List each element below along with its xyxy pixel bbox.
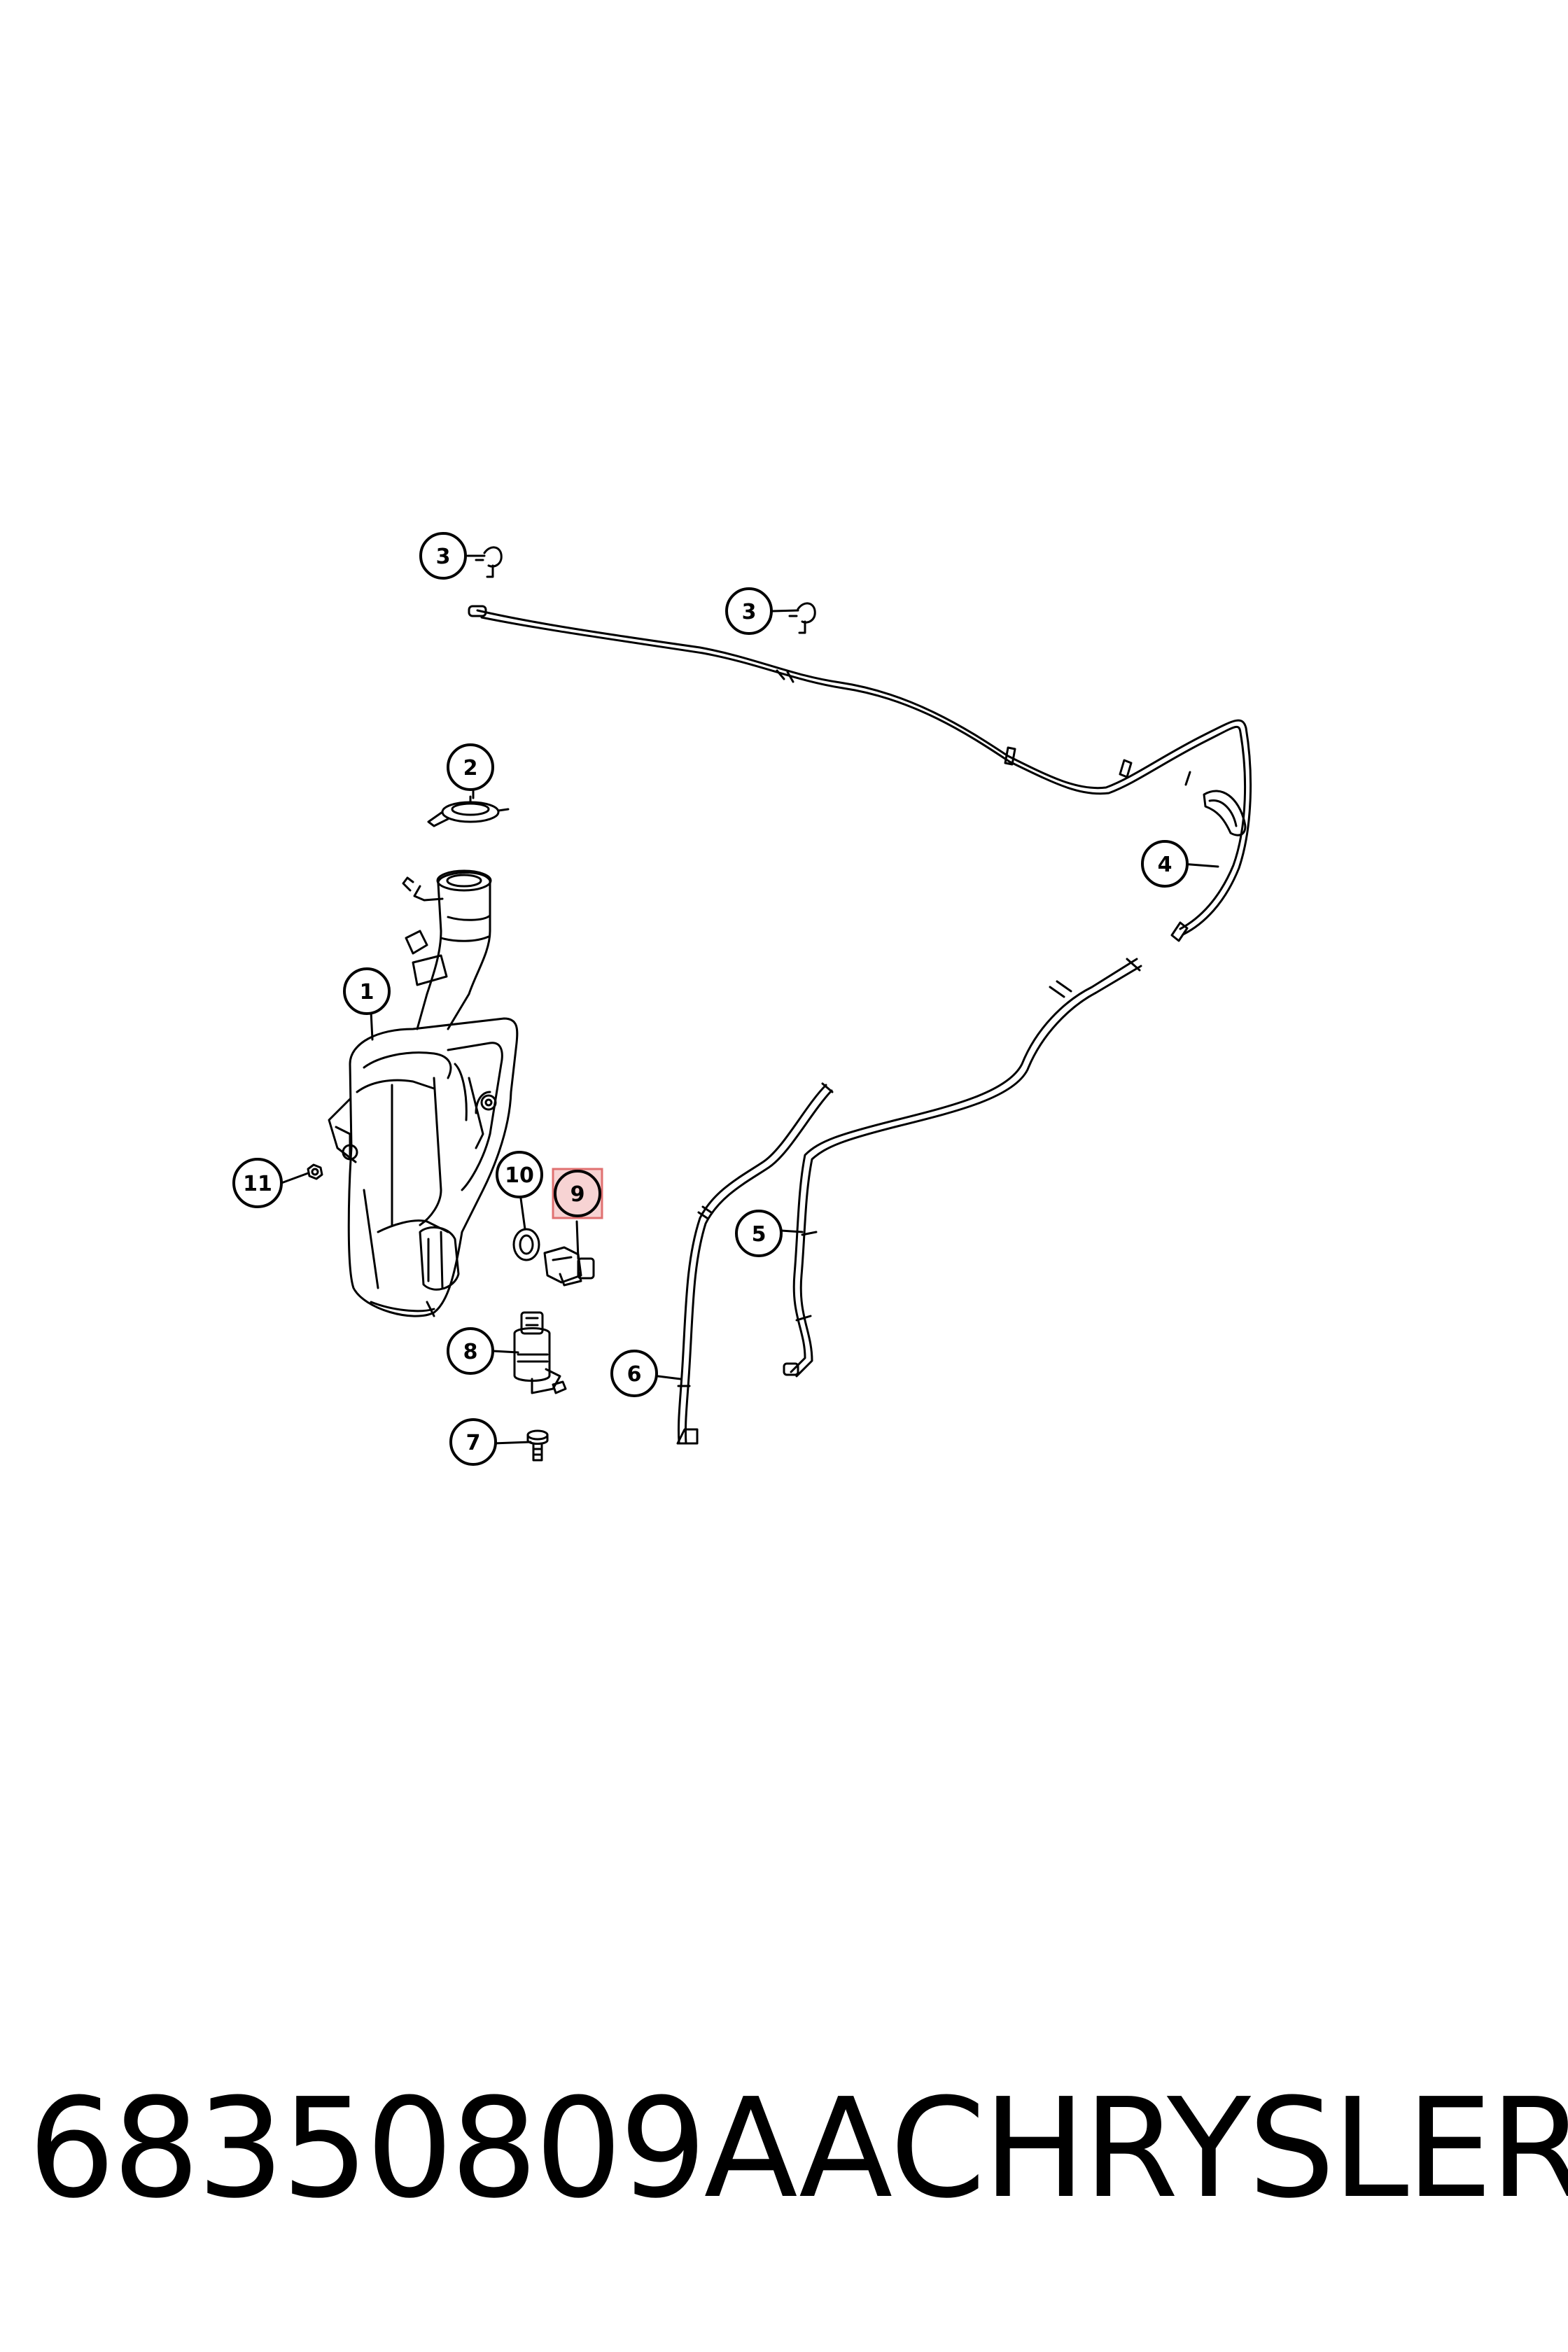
callout-8[interactable]: 8 — [447, 1327, 494, 1375]
callout-3-left[interactable]: 3 — [419, 532, 467, 580]
svg-text:3: 3 — [436, 545, 451, 569]
screw-7 — [526, 1429, 549, 1462]
callout-5[interactable]: 5 — [735, 1210, 783, 1257]
footer-caption: 68350809AA CHRYSLER — [28, 2065, 1568, 2233]
svg-text:4: 4 — [1158, 853, 1172, 877]
callout-4[interactable]: 4 — [1141, 840, 1189, 888]
callout-6[interactable]: 6 — [610, 1350, 658, 1397]
callout-1[interactable]: 1 — [343, 967, 391, 1015]
sensor-9 — [543, 1246, 595, 1287]
grommet-10 — [512, 1228, 540, 1261]
clip-3-left — [475, 546, 503, 578]
callout-3-right[interactable]: 3 — [725, 587, 773, 635]
callout-10[interactable]: 10 — [496, 1151, 543, 1198]
part-number: 68350809AA — [28, 2069, 892, 2229]
callout-9-highlighted[interactable]: 9 — [552, 1168, 603, 1219]
hose-5 — [783, 958, 1142, 1378]
svg-text:1: 1 — [360, 980, 374, 1004]
svg-text:2: 2 — [463, 756, 478, 780]
svg-text:9: 9 — [570, 1182, 585, 1207]
svg-text:7: 7 — [466, 1431, 481, 1455]
svg-text:8: 8 — [463, 1340, 478, 1364]
svg-text:6: 6 — [627, 1362, 642, 1387]
svg-text:11: 11 — [243, 1172, 272, 1196]
nut-11 — [307, 1163, 323, 1180]
callout-7[interactable]: 7 — [449, 1418, 497, 1466]
leader-lines — [280, 554, 1219, 1445]
svg-text:10: 10 — [505, 1163, 534, 1188]
hose-4-elbow — [1203, 790, 1247, 836]
callouts: 1 2 3 3 4 5 6 7 — [232, 532, 1189, 1466]
clip-3-right — [788, 602, 816, 634]
callout-11[interactable]: 11 — [232, 1158, 283, 1208]
reservoir-1 — [328, 869, 519, 1317]
callout-2[interactable]: 2 — [447, 743, 494, 791]
svg-text:3: 3 — [742, 600, 757, 624]
cap-2 — [427, 795, 510, 827]
brand-name: CHRYSLER — [890, 2069, 1568, 2229]
pump-8 — [513, 1311, 567, 1394]
hose-6 — [676, 1082, 834, 1445]
hose-upper — [468, 605, 1252, 942]
svg-text:5: 5 — [752, 1222, 766, 1247]
